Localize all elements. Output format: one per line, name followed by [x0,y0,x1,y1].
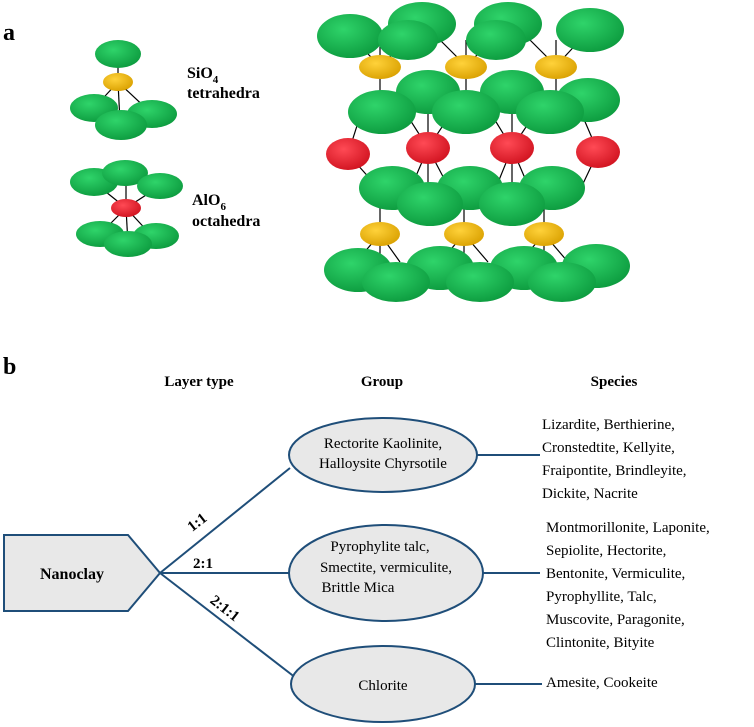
group-node-2-1 [288,524,484,622]
group-text-line: Brittle Mica [322,580,395,596]
oxygen-atom [95,40,141,68]
oxygen-atom [446,262,514,302]
oxygen-atom [378,20,438,60]
octahedron-diagram [70,160,183,257]
oxygen-atom [137,173,183,199]
layer-type-2-1-1: 2:1:1 [207,593,242,626]
octahedra-label-line1: AlO6 [192,192,226,213]
header-group: Group [361,374,403,390]
silicon-atom [103,73,133,91]
oxygen-atom [466,20,526,60]
species-list-2-1: Montmorillonite, Laponite, Sepiolite, He… [546,520,710,651]
aluminum-atom [326,138,370,170]
aluminum-atom [111,199,141,217]
oxygen-atom [348,90,416,134]
nanoclay-node [3,534,162,612]
species-line: Sepiolite, Hectorite, [546,543,666,559]
species-line: Clintonite, Bityite [546,635,655,651]
panel-b-label: b [3,354,16,380]
silicon-atom [535,55,577,79]
species-line: Muscovite, Paragonite, [546,612,685,628]
oxygen-atom [317,14,383,58]
group-node-1-1 [288,417,478,493]
silicon-atom [444,222,484,246]
panel-a-label: a [3,20,15,46]
oxygen-atom [362,262,430,302]
layer-type-2-1: 2:1 [193,556,213,572]
silicon-atom [445,55,487,79]
oxygen-atom [104,231,152,257]
species-line: Amesite, Cookeite [546,675,658,691]
oxygen-atom [102,160,148,186]
group-text-line: Smectite, vermiculite, [320,560,452,576]
group-text-line: Rectorite Kaolinite, [324,436,442,452]
nanoclay-label: Nanoclay [40,566,104,583]
group-text-line: Pyrophylite talc, [330,539,429,555]
silicon-atom [359,55,401,79]
oxygen-atom [528,262,596,302]
oxygen-atom [516,90,584,134]
group-text-line: Halloysite Chyrsotile [319,456,447,472]
group-text-line: Chlorite [358,678,408,694]
layer-type-1-1: 1:1 [185,510,211,535]
species-line: Fraipontite, Brindleyite, [542,463,687,479]
silicon-atom [360,222,400,246]
tetrahedra-label-line2: tetrahedra [187,85,260,102]
aluminum-atom [576,136,620,168]
silicon-atom [524,222,564,246]
tree-connectors [159,454,542,685]
oxygen-atom [95,110,147,140]
species-line: Lizardite, Berthierine, [542,417,675,433]
species-list-2-1-1: Amesite, Cookeite [546,675,658,691]
oxygen-atom [432,90,500,134]
species-line: Montmorillonite, Laponite, [546,520,710,536]
layered-structure-diagram [317,2,630,302]
header-species: Species [591,374,638,390]
group-node-2-1-1 [290,645,476,723]
species-line: Pyrophyllite, Talc, [546,589,657,605]
aluminum-atom [406,132,450,164]
species-line: Bentonite, Vermiculite, [546,566,685,582]
tetrahedra-label-line1: SiO4 [187,65,219,86]
oxygen-atom [556,8,624,52]
tetrahedron-diagram [70,40,177,140]
oxygen-atom [479,182,545,226]
species-line: Cronstedtite, Kellyite, [542,440,675,456]
octahedra-label-line2: octahedra [192,213,260,230]
species-line: Dickite, Nacrite [542,486,638,502]
header-layer-type: Layer type [164,374,234,390]
aluminum-atom [490,132,534,164]
oxygen-atom [397,182,463,226]
species-list-1-1: Lizardite, Berthierine, Cronstedtite, Ke… [542,417,687,502]
